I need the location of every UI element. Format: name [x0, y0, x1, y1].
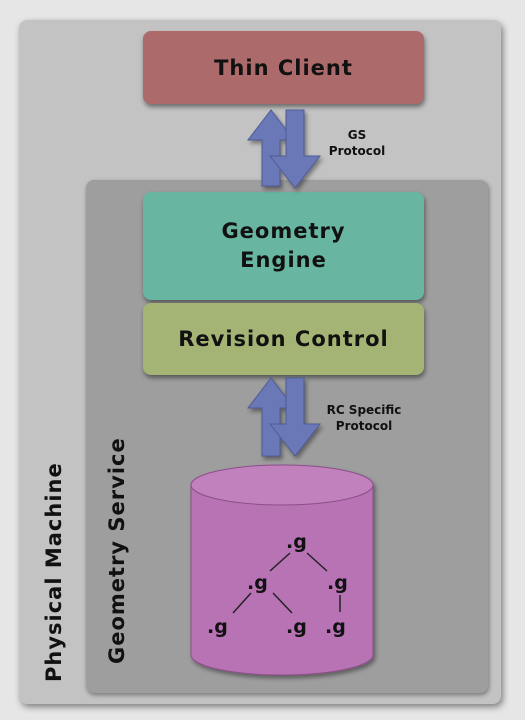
down-arrow-icon [268, 109, 322, 189]
rc-protocol-arrows [246, 377, 322, 457]
database-top [190, 464, 374, 506]
tree-edge [269, 552, 291, 572]
tree-edge [272, 592, 293, 614]
geometry-engine-block: Geometry Engine [143, 192, 424, 300]
tree-node: .g [286, 531, 307, 553]
revision-control-block: Revision Control [143, 303, 424, 375]
database-body [190, 484, 374, 676]
up-arrow-icon [246, 109, 296, 187]
tree-edge [306, 552, 328, 572]
tree-node: .g [327, 572, 348, 594]
geometry-engine-label-line1: Geometry [221, 219, 346, 243]
rc-protocol-line1: RC Specific [326, 403, 402, 417]
gs-protocol-line2: Protocol [328, 144, 386, 158]
tree-node: .g [207, 616, 228, 638]
up-arrow-icon [246, 377, 296, 457]
thin-client-label: Thin Client [214, 55, 353, 80]
gs-protocol-label: GS Protocol [317, 127, 397, 159]
rc-protocol-label: RC Specific Protocol [312, 402, 416, 434]
gs-protocol-line1: GS [347, 128, 367, 142]
tree-node: .g [325, 616, 346, 638]
gs-protocol-arrows [246, 109, 322, 189]
tree-node: .g [286, 616, 307, 638]
down-arrow-icon [268, 377, 322, 457]
thin-client-block: Thin Client [143, 31, 424, 104]
rc-protocol-line2: Protocol [335, 419, 393, 433]
tree-node: .g [247, 572, 268, 594]
database-cylinder [190, 464, 374, 676]
revision-control-label: Revision Control [178, 327, 389, 351]
tree-edges [232, 552, 341, 614]
geometry-engine-label-line2: Engine [240, 248, 327, 272]
tree-edge [232, 592, 252, 614]
